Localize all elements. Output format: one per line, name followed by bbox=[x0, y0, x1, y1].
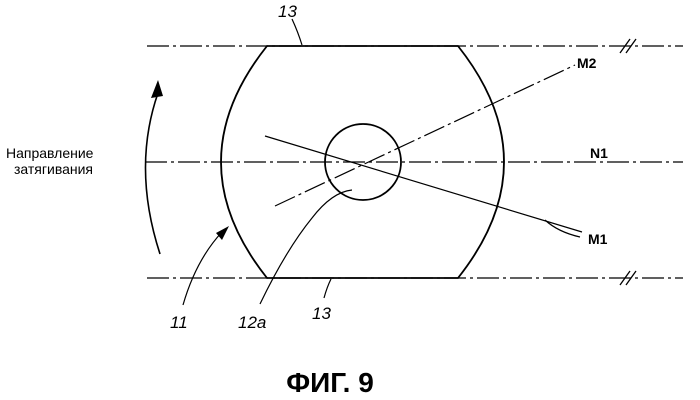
label-m2: M2 bbox=[577, 55, 597, 71]
tightening-direction-arrow bbox=[145, 93, 160, 254]
label-12a: 12a bbox=[238, 313, 266, 332]
leader-line-12a bbox=[260, 190, 352, 304]
label-m1: M1 bbox=[588, 231, 608, 247]
direction-label-line1: Направление bbox=[6, 145, 94, 161]
leader-line-13-upper bbox=[292, 19, 302, 45]
leader-line-11 bbox=[183, 232, 222, 305]
figure-caption: ФИГ. 9 bbox=[286, 367, 374, 398]
arrowhead-icon bbox=[151, 80, 163, 98]
label-n1: N1 bbox=[590, 145, 608, 161]
label-13-lower: 13 bbox=[312, 304, 331, 323]
label-13-upper: 13 bbox=[278, 2, 297, 21]
direction-label-line2: затягивания bbox=[14, 161, 93, 177]
leader-arrowhead-icon bbox=[216, 226, 229, 240]
leader-line-13-lower bbox=[324, 279, 331, 298]
label-11: 11 bbox=[170, 313, 188, 332]
